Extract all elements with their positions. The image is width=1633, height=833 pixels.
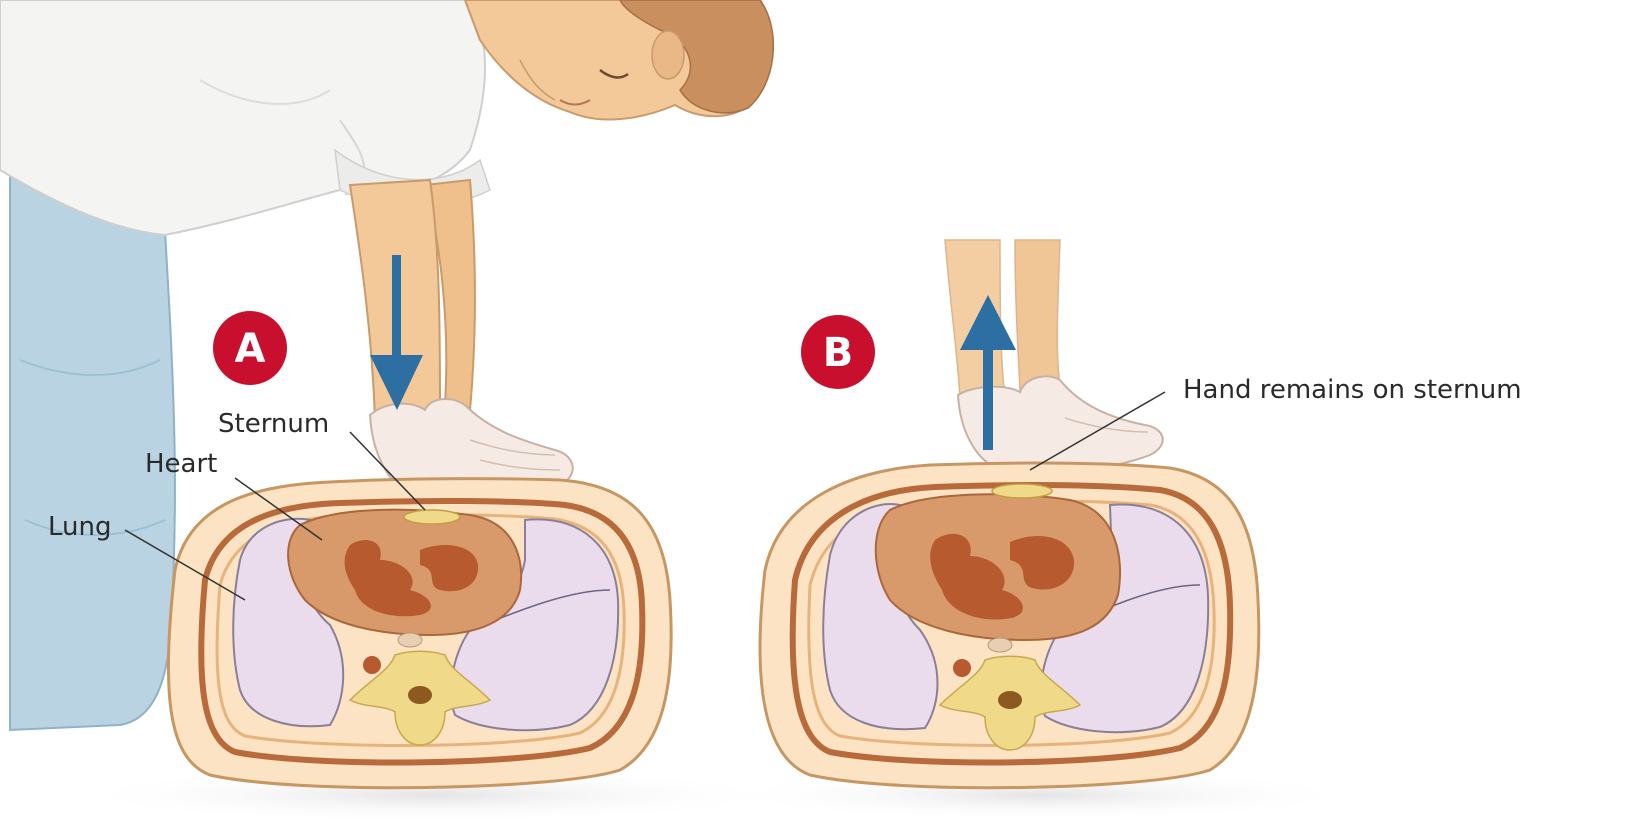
hand-remains-label: Hand remains on sternum xyxy=(1183,375,1522,405)
heart-label: Heart xyxy=(145,449,217,479)
sternum-b xyxy=(992,484,1052,498)
chest-section-b xyxy=(760,463,1259,788)
sternum-label: Sternum xyxy=(218,409,329,439)
badge-b-letter: B xyxy=(823,330,854,376)
rescuer-arms-b xyxy=(945,240,1163,473)
sternum-a xyxy=(404,510,460,524)
chest-section-a xyxy=(168,479,671,788)
badge-b: B xyxy=(801,315,875,389)
lung-label: Lung xyxy=(48,512,112,542)
badge-a-letter: A xyxy=(235,326,266,372)
badge-a: A xyxy=(213,311,287,385)
rescuer-pants xyxy=(10,150,175,730)
